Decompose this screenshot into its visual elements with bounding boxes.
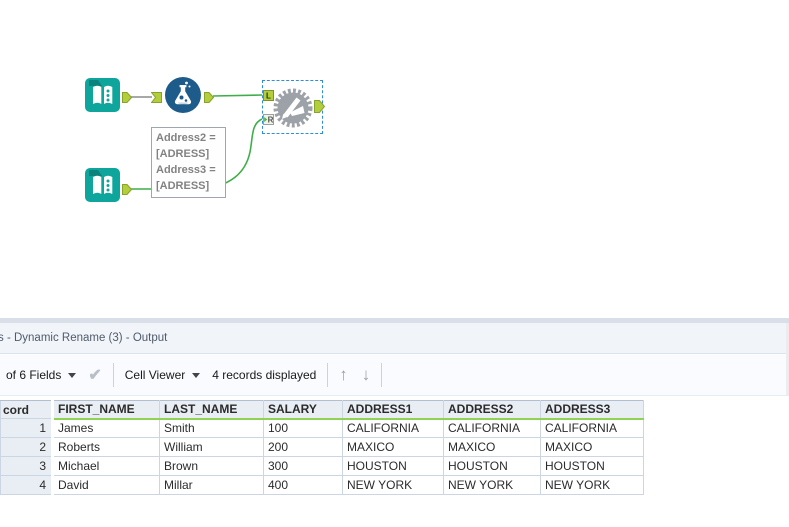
wire-formula-rename-l[interactable] — [212, 94, 263, 97]
cell[interactable]: Michael — [52, 456, 160, 476]
toolbar-separator — [112, 363, 114, 387]
input-anchor-rename-right[interactable]: R — [263, 114, 274, 125]
panel-divider[interactable] — [0, 318, 789, 323]
annotation-line: Address3 = — [156, 164, 216, 176]
cell[interactable]: 100 — [263, 418, 343, 438]
formula-tool[interactable] — [165, 77, 201, 113]
flask-icon — [165, 77, 201, 113]
records-displayed-label: 4 records displayed — [212, 368, 317, 382]
dynamic-rename-tool[interactable] — [270, 84, 316, 130]
column-header-address2[interactable]: ADDRESS2 — [443, 400, 541, 420]
table-row[interactable]: 1 James Smith 100 CALIFORNIA CALIFORNIA … — [0, 418, 644, 438]
open-book-icon — [89, 80, 113, 105]
cell[interactable]: MAXICO — [443, 437, 541, 457]
record-number: 3 — [0, 456, 54, 476]
apply-checkmark-icon[interactable]: ✔ — [88, 367, 102, 384]
fields-dropdown[interactable]: of 6 Fields — [6, 368, 62, 382]
scroll-down-icon[interactable]: ↓ — [361, 365, 371, 384]
output-anchor-input2[interactable] — [122, 184, 132, 195]
cell[interactable]: 200 — [263, 437, 343, 457]
cell[interactable]: 300 — [263, 456, 343, 476]
cell[interactable]: David — [52, 475, 160, 495]
column-header-address3[interactable]: ADDRESS3 — [540, 400, 644, 420]
chevron-down-icon[interactable] — [192, 372, 201, 378]
anchor-r-label: R — [268, 116, 274, 125]
open-book-icon — [89, 170, 113, 195]
toolbar-separator — [327, 363, 329, 387]
cell[interactable]: William — [159, 437, 264, 457]
panel-edge-scrollbar[interactable] — [786, 323, 789, 396]
chevron-down-icon[interactable] — [68, 372, 77, 378]
cell[interactable]: HOUSTON — [443, 456, 541, 476]
input-anchor-rename-left[interactable]: L — [263, 90, 274, 101]
results-toolbar: of 6 Fields ✔ Cell Viewer 4 records disp… — [0, 355, 789, 396]
column-header-address1[interactable]: ADDRESS1 — [342, 400, 444, 420]
input-anchor-formula[interactable] — [151, 92, 162, 103]
gear-pencil-icon — [273, 88, 313, 128]
column-header-salary[interactable]: SALARY — [263, 400, 343, 420]
cell[interactable]: NEW YORK — [443, 475, 541, 495]
cell[interactable]: CALIFORNIA — [540, 418, 644, 438]
table-row[interactable]: 3 Michael Brown 300 HOUSTON HOUSTON HOUS… — [0, 456, 644, 476]
record-number: 1 — [0, 418, 54, 438]
output-anchor-rename[interactable] — [314, 100, 325, 113]
cell[interactable]: MAXICO — [540, 437, 644, 457]
results-title: s - Dynamic Rename (3) - Output — [0, 332, 168, 344]
column-header-first-name[interactable]: FIRST_NAME — [52, 400, 160, 420]
formula-annotation[interactable]: Address2 = [ADRESS] Address3 = [ADRESS] — [151, 127, 226, 198]
record-number: 4 — [0, 475, 54, 495]
cell[interactable]: MAXICO — [342, 437, 444, 457]
output-anchor-formula[interactable] — [204, 92, 214, 103]
cell[interactable]: Brown — [159, 456, 264, 476]
record-number: 2 — [0, 437, 54, 457]
input-data-tool-1[interactable] — [85, 78, 120, 112]
workflow-canvas[interactable]: L R Address2 = [ADRESS] Address3 = [ADRE… — [0, 0, 789, 318]
results-table: cord FIRST_NAME LAST_NAME SALARY ADDRESS… — [0, 400, 644, 495]
toolbar-separator — [381, 363, 383, 387]
cell[interactable]: HOUSTON — [342, 456, 444, 476]
cell[interactable]: James — [52, 418, 160, 438]
cell-viewer-dropdown[interactable]: Cell Viewer — [124, 368, 186, 382]
record-column-header[interactable]: cord — [0, 400, 54, 419]
cell[interactable]: NEW YORK — [540, 475, 644, 495]
cell[interactable]: Millar — [159, 475, 264, 495]
results-header: s - Dynamic Rename (3) - Output — [0, 323, 789, 354]
anchor-l-label: L — [266, 92, 271, 101]
table-header-row: cord FIRST_NAME LAST_NAME SALARY ADDRESS… — [0, 400, 644, 420]
table-row[interactable]: 4 David Millar 400 NEW YORK NEW YORK NEW… — [0, 475, 644, 495]
cell[interactable]: HOUSTON — [540, 456, 644, 476]
connection-wires — [131, 94, 263, 190]
cell[interactable]: CALIFORNIA — [342, 418, 444, 438]
annotation-line: [ADRESS] — [156, 148, 210, 160]
column-header-last-name[interactable]: LAST_NAME — [159, 400, 264, 420]
annotation-line: [ADRESS] — [156, 180, 210, 192]
output-anchor-input1[interactable] — [122, 92, 132, 103]
input-data-tool-2[interactable] — [85, 168, 120, 202]
annotation-line: Address2 = — [156, 132, 216, 144]
table-row[interactable]: 2 Roberts William 200 MAXICO MAXICO MAXI… — [0, 437, 644, 457]
cell[interactable]: Roberts — [52, 437, 160, 457]
scroll-up-icon[interactable]: ↑ — [339, 365, 348, 384]
cell[interactable]: NEW YORK — [342, 475, 444, 495]
cell[interactable]: CALIFORNIA — [443, 418, 541, 438]
cell[interactable]: 400 — [263, 475, 343, 495]
cell[interactable]: Smith — [159, 418, 264, 438]
